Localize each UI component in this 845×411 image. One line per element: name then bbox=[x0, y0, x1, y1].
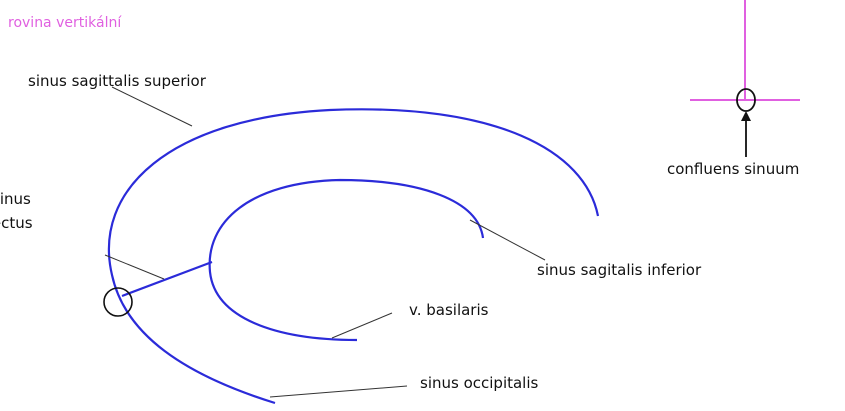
leader-v-basilaris bbox=[331, 312, 393, 339]
label-sinus-sagittalis-superior: sinus sagittalis superior bbox=[28, 72, 206, 90]
confluens-circle-main bbox=[103, 287, 133, 317]
leader-sinus-occipitalis bbox=[269, 385, 408, 398]
sinus-sagittalis-superior-curve bbox=[107, 108, 600, 405]
sinus-rectus-line bbox=[121, 260, 213, 298]
sinus-sagitalis-inferior-curve bbox=[208, 178, 485, 342]
confluens-arrow-head bbox=[741, 111, 751, 121]
plane-title: rovina vertikální bbox=[8, 15, 122, 31]
label-sinus-sagitalis-inferior: sinus sagitalis inferior bbox=[537, 261, 702, 279]
label-confluens-sinuum: confluens sinuum bbox=[667, 160, 800, 178]
leader-sinus-sagitalis-inferior bbox=[469, 219, 546, 261]
leader-sinus-rectus bbox=[104, 254, 165, 280]
label-sinus-rectus-line2: rectus bbox=[0, 214, 33, 232]
label-sinus-occipitalis: sinus occipitalis bbox=[420, 374, 539, 392]
label-sinus-rectus-line1: sinus bbox=[0, 190, 31, 208]
leader-sinus-sagittalis-superior bbox=[111, 86, 193, 127]
label-v-basilaris: v. basilaris bbox=[409, 301, 489, 319]
